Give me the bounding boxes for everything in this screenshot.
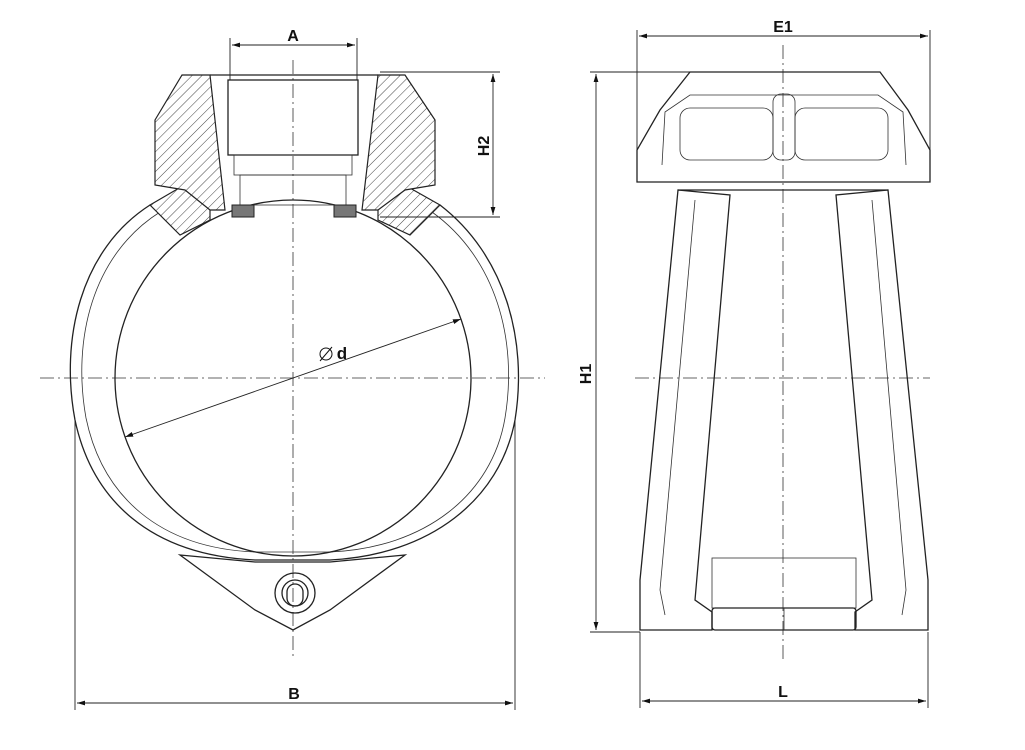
inner-bore-circle	[114, 199, 472, 557]
seal-right	[333, 204, 357, 218]
side-cap-rib	[772, 93, 796, 161]
dim-label-h1: H1	[578, 364, 595, 385]
side-cap	[636, 71, 931, 183]
side-leg-right-inner	[871, 199, 907, 616]
side-base-panel	[711, 557, 857, 609]
side-cap-inner	[661, 94, 907, 166]
side-cap-window-right	[794, 107, 889, 161]
dim-label-h2: H2	[476, 136, 493, 157]
side-leg-left-inner	[659, 199, 696, 616]
side-view: E1 H1 L	[578, 19, 931, 708]
lug-bolt-slot	[286, 583, 304, 607]
side-leg-left	[639, 189, 731, 631]
outlet-pipe-seat	[239, 174, 347, 206]
dim-d-line	[124, 318, 462, 438]
side-leg-right	[835, 189, 929, 631]
dim-label-e1: E1	[773, 19, 793, 36]
bottom-lug	[177, 554, 408, 631]
cap-section-right	[361, 74, 436, 211]
side-cap-window-left	[679, 107, 774, 161]
dim-label-b: B	[288, 686, 300, 703]
cap-section-left	[154, 74, 226, 211]
front-view: A H2 d B	[40, 28, 545, 710]
dim-label-l: L	[778, 684, 788, 701]
clamp-outer-ring	[69, 204, 520, 561]
clamp-ring-edge	[81, 211, 509, 553]
dim-label-d: d	[337, 344, 347, 363]
seal-left	[231, 204, 255, 218]
diameter-symbol	[319, 346, 333, 362]
lug-bolt-outer	[274, 572, 316, 614]
dim-label-a: A	[287, 28, 299, 45]
